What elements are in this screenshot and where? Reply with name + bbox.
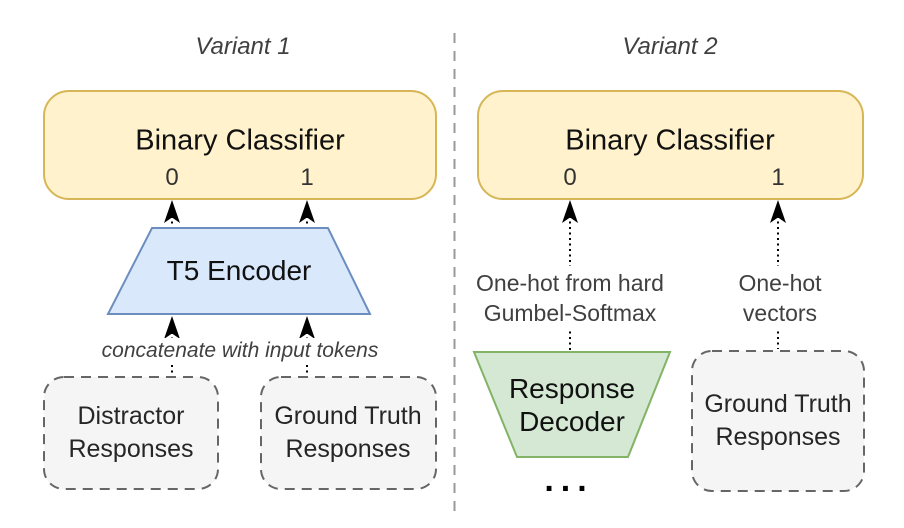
- variant2-title: Variant 2: [622, 33, 718, 60]
- variant1-title: Variant 1: [195, 33, 291, 60]
- v2-onehot-gumbel-line2: Gumbel-Softmax: [483, 300, 657, 326]
- v2-onehot-vectors-line1: One-hot: [738, 270, 822, 296]
- v1-binary-classifier-label: Binary Classifier: [135, 124, 345, 157]
- response-decoder-line1: Response: [508, 373, 636, 404]
- decoder-ellipsis: ...: [544, 461, 594, 499]
- v2-onehot-gumbel-label: One-hot from hard Gumbel-Softmax: [468, 266, 672, 330]
- v1-distractor-line2: Responses: [68, 435, 194, 463]
- v1-distractor-responses-shape: [43, 376, 219, 490]
- v2-groundtruth-line1: Ground Truth: [704, 390, 852, 418]
- v2-arrowhead-1-icon: [770, 200, 786, 223]
- v1-output-0: 0: [165, 164, 179, 191]
- v1-groundtruth-line2: Responses: [285, 435, 411, 463]
- v2-groundtruth-responses-shape: [691, 350, 865, 492]
- response-decoder-shape: [472, 351, 672, 458]
- v2-binary-classifier-shape: [477, 90, 864, 200]
- v1-arrowhead-0-icon: [164, 200, 180, 223]
- v1-arrowhead-encoder-right-icon: [299, 316, 315, 339]
- v2-groundtruth-responses-label: Ground Truth Responses: [704, 388, 851, 454]
- v1-binary-classifier-shape: [43, 90, 437, 200]
- v2-onehot-vectors-label: One-hot vectors: [730, 266, 830, 330]
- v1-output-1: 1: [300, 164, 314, 191]
- v2-arrowhead-0-icon: [562, 200, 578, 223]
- response-decoder-label: Response Decoder: [509, 372, 635, 438]
- v1-distractor-line1: Distractor: [77, 402, 185, 430]
- v1-concatenate-note: concatenate with input tokens: [95, 338, 385, 364]
- v1-distractor-responses-label: Distractor Responses: [68, 400, 193, 466]
- v1-groundtruth-responses-shape: [260, 376, 437, 490]
- t5-encoder-shape: [106, 227, 372, 315]
- t5-encoder-label: T5 Encoder: [166, 255, 312, 286]
- v2-onehot-vectors-line2: vectors: [742, 300, 818, 326]
- v2-onehot-gumbel-line1: One-hot from hard: [476, 270, 664, 296]
- v1-arrowhead-encoder-left-icon: [164, 316, 180, 339]
- arrowheads: [164, 200, 786, 339]
- v1-arrowhead-1-icon: [299, 200, 315, 223]
- v2-output-1: 1: [771, 164, 785, 191]
- v1-groundtruth-line1: Ground Truth: [274, 402, 422, 430]
- v1-groundtruth-responses-label: Ground Truth Responses: [274, 400, 421, 466]
- v2-groundtruth-line2: Responses: [715, 423, 841, 451]
- v2-binary-classifier-label: Binary Classifier: [565, 124, 775, 157]
- v2-output-0: 0: [563, 164, 577, 191]
- response-decoder-line2: Decoder: [519, 406, 625, 437]
